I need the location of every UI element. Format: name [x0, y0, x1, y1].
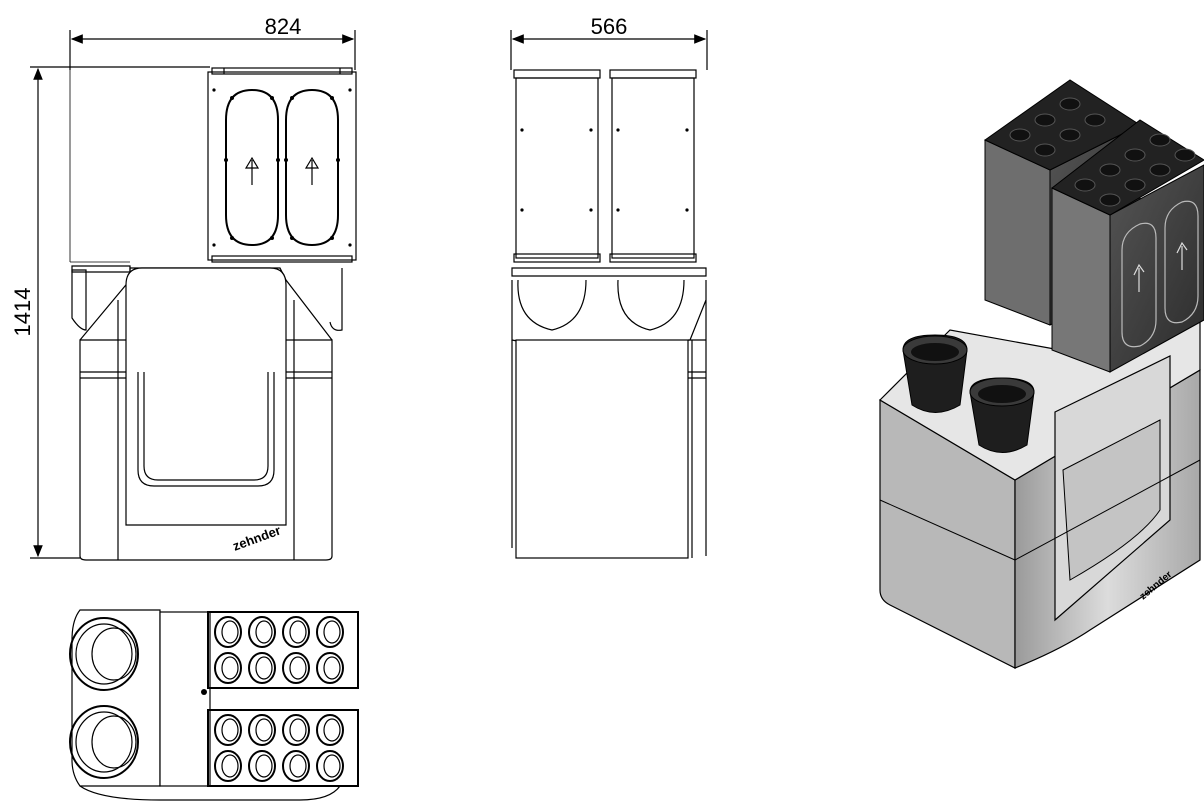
front-width-label: 824 [265, 14, 302, 39]
side-view: 566 [510, 14, 708, 559]
top-manifold-upper [207, 611, 359, 689]
front-housing: zehnder [79, 267, 333, 561]
top-manifold-lower [207, 709, 359, 787]
height-label: 1414 [10, 288, 35, 337]
front-view: 824 1414 [10, 14, 357, 561]
iso-duct-cups [902, 334, 1035, 453]
side-filter-boxes [513, 69, 697, 263]
top-view [69, 609, 359, 801]
side-housing [511, 267, 707, 559]
dimension-front-width: 824 [69, 14, 356, 70]
top-duct-upper [69, 617, 139, 691]
side-width-label: 566 [591, 14, 628, 39]
isometric-view: zehnder [879, 79, 1204, 669]
dimension-side-width: 566 [510, 14, 708, 70]
dimension-height: 1414 [10, 66, 210, 559]
top-duct-lower [69, 705, 139, 779]
front-filter-box [207, 67, 357, 263]
